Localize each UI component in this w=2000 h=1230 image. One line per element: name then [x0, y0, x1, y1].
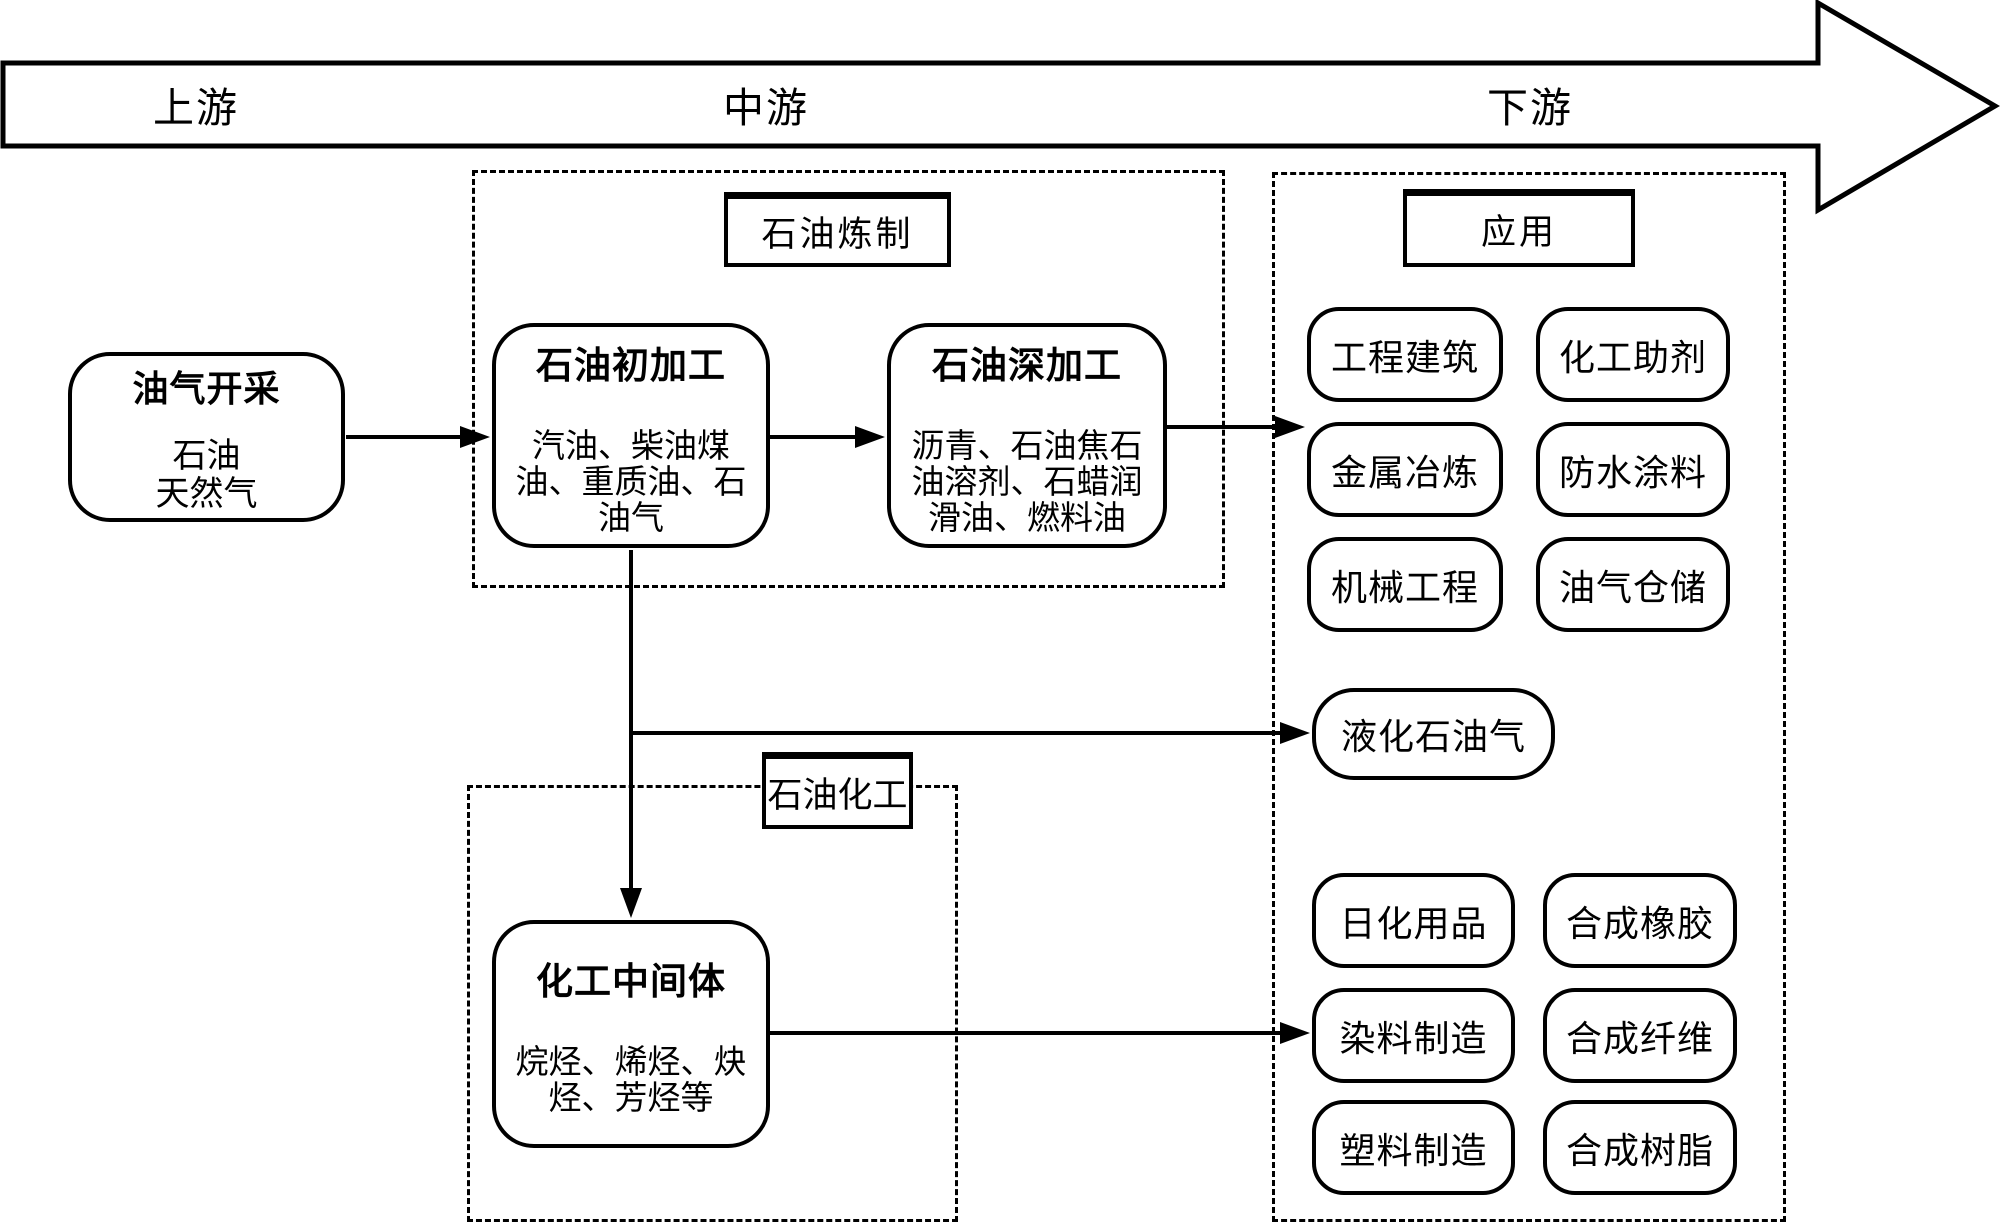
- node-extraction-body: 石油 天然气: [156, 438, 258, 514]
- node-primary-title: 石油初加工: [536, 345, 726, 387]
- petrochemical-section-container: [467, 785, 958, 1222]
- app-box-dye-manufacturing: 染料制造: [1312, 988, 1515, 1083]
- node-extraction-line: 石油: [172, 438, 241, 475]
- node-intermediates-body: 烷烃、烯烃、炔 烃、芳烃等: [516, 1045, 747, 1117]
- node-primary-body: 汽油、柴油煤 油、重质油、石 油气: [516, 429, 747, 537]
- app-box-synthetic-resin: 合成树脂: [1543, 1100, 1737, 1195]
- node-intermediates-line: 烷烃、烯烃、炔: [515, 1045, 747, 1081]
- node-deep-title: 石油深加工: [932, 345, 1122, 387]
- app-box-synthetic-fiber: 合成纤维: [1543, 988, 1737, 1083]
- node-extraction-line: 天然气: [155, 476, 258, 513]
- app-box-plastic-manufacturing: 塑料制造: [1312, 1100, 1515, 1195]
- refining-section-label: 石油炼制: [724, 192, 951, 267]
- banner-label-midstream: 中游: [723, 85, 809, 131]
- app-box-oil-gas-storage: 油气仓储: [1536, 537, 1730, 632]
- node-intermediates-title: 化工中间体: [536, 962, 726, 1003]
- application-section-label: 应用: [1403, 189, 1635, 267]
- app-box-chemical-auxiliary: 化工助剂: [1536, 307, 1730, 402]
- app-box-construction: 工程建筑: [1307, 307, 1503, 402]
- node-intermediates: 化工中间体 烷烃、烯烃、炔 烃、芳烃等: [492, 920, 770, 1148]
- app-box-synthetic-rubber: 合成橡胶: [1543, 873, 1737, 968]
- node-extraction-title: 油气开采: [132, 369, 281, 409]
- node-primary-line: 油、重质油、石: [515, 464, 747, 501]
- banner-label-upstream: 上游: [153, 85, 239, 131]
- petrochemical-section-label: 石油化工: [762, 752, 913, 829]
- node-deep-processing: 石油深加工 沥青、石油焦石 油溶剂、石蜡润 滑油、燃料油: [887, 323, 1167, 548]
- app-box-daily-chemicals: 日化用品: [1312, 873, 1515, 968]
- app-box-mechanical-engineering: 机械工程: [1307, 537, 1503, 632]
- node-primary-line: 油气: [598, 500, 664, 537]
- node-deep-body: 沥青、石油焦石 油溶剂、石蜡润 滑油、燃料油: [912, 429, 1143, 537]
- app-box-waterproof-coating: 防水涂料: [1536, 422, 1730, 517]
- node-deep-line: 滑油、燃料油: [928, 500, 1126, 537]
- node-deep-line: 油溶剂、石蜡润: [911, 464, 1143, 501]
- node-extraction: 油气开采 石油 天然气: [68, 352, 345, 522]
- banner-label-downstream: 下游: [1487, 85, 1573, 131]
- node-primary-processing: 石油初加工 汽油、柴油煤 油、重质油、石 油气: [492, 323, 770, 548]
- node-lpg: 液化石油气: [1312, 688, 1555, 780]
- node-deep-line: 沥青、石油焦石: [911, 428, 1143, 465]
- node-intermediates-line: 烃、芳烃等: [548, 1081, 714, 1117]
- app-box-metal-smelting: 金属冶炼: [1307, 422, 1503, 517]
- node-primary-line: 汽油、柴油煤: [532, 428, 730, 465]
